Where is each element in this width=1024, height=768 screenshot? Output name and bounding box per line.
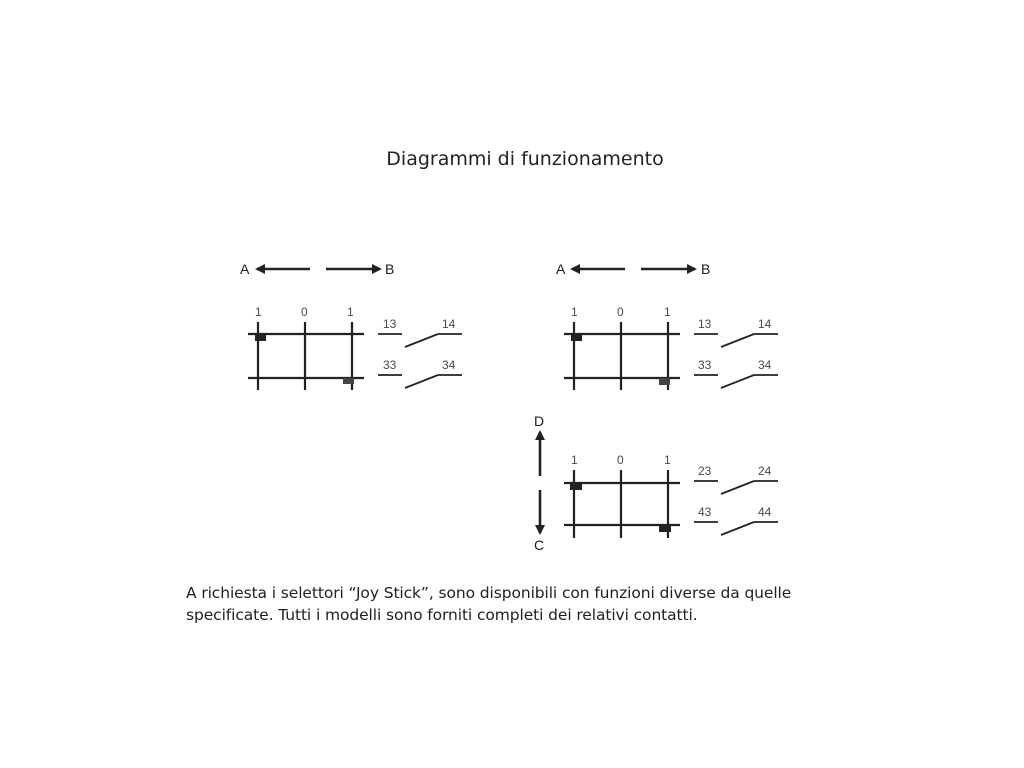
description-line: A richiesta i selettori “Joy Stick”, son… xyxy=(186,584,792,602)
contact-label: 24 xyxy=(758,464,772,478)
right-top-diagram: A B 1 0 1 13 14 33 34 xyxy=(556,261,778,390)
arrow-label-b: B xyxy=(385,261,394,277)
contact-33-34: 33 34 xyxy=(694,358,778,389)
position-labels: 1 0 1 xyxy=(571,453,671,467)
position-label: 0 xyxy=(301,305,308,319)
contact-label: 14 xyxy=(442,317,456,331)
arrow-label-b: B xyxy=(701,261,710,277)
switch-grid xyxy=(564,470,680,538)
contact-mark xyxy=(659,378,670,385)
position-label: 0 xyxy=(617,305,624,319)
contact-label: 34 xyxy=(442,358,456,372)
contact-label: 13 xyxy=(698,317,712,331)
position-label: 1 xyxy=(664,453,671,467)
contact-mark xyxy=(570,483,582,490)
left-diagram: A B 1 0 1 13 14 33 34 xyxy=(240,261,462,390)
contact-label: 34 xyxy=(758,358,772,372)
contact-label: 13 xyxy=(383,317,397,331)
contact-mark xyxy=(255,334,266,341)
contact-label: 23 xyxy=(698,464,712,478)
contact-23-24: 23 24 xyxy=(694,464,778,495)
contact-mark xyxy=(571,334,582,341)
vertical-arrows: D C xyxy=(534,413,545,553)
contact-label: 44 xyxy=(758,505,772,519)
arrow-label-a: A xyxy=(556,261,566,277)
description-line: specificate. Tutti i modelli sono fornit… xyxy=(186,606,698,624)
switch-grid xyxy=(248,322,364,390)
contact-mark xyxy=(659,525,671,532)
horizontal-arrows: A B xyxy=(240,261,394,277)
contact-13-14: 13 14 xyxy=(378,317,462,348)
switch-grid xyxy=(564,322,680,390)
contact-33-34: 33 34 xyxy=(378,358,462,389)
arrow-label-d: D xyxy=(534,413,544,429)
page-title: Diagrammi di funzionamento xyxy=(386,148,664,170)
position-labels: 1 0 1 xyxy=(571,305,671,319)
position-labels: 1 0 1 xyxy=(255,305,354,319)
description-text: A richiesta i selettori “Joy Stick”, son… xyxy=(186,582,826,626)
position-label: 0 xyxy=(617,453,624,467)
position-label: 1 xyxy=(571,453,578,467)
contact-43-44: 43 44 xyxy=(694,505,778,536)
position-label: 1 xyxy=(664,305,671,319)
position-label: 1 xyxy=(347,305,354,319)
arrow-label-c: C xyxy=(534,537,544,553)
contact-label: 33 xyxy=(383,358,397,372)
contact-label: 33 xyxy=(698,358,712,372)
contact-mark xyxy=(343,378,354,384)
position-label: 1 xyxy=(255,305,262,319)
arrow-label-a: A xyxy=(240,261,250,277)
position-label: 1 xyxy=(571,305,578,319)
horizontal-arrows: A B xyxy=(556,261,710,277)
right-bottom-diagram: D C 1 0 1 23 24 43 44 xyxy=(534,413,778,553)
contact-label: 43 xyxy=(698,505,712,519)
contact-13-14: 13 14 xyxy=(694,317,778,348)
contact-label: 14 xyxy=(758,317,772,331)
